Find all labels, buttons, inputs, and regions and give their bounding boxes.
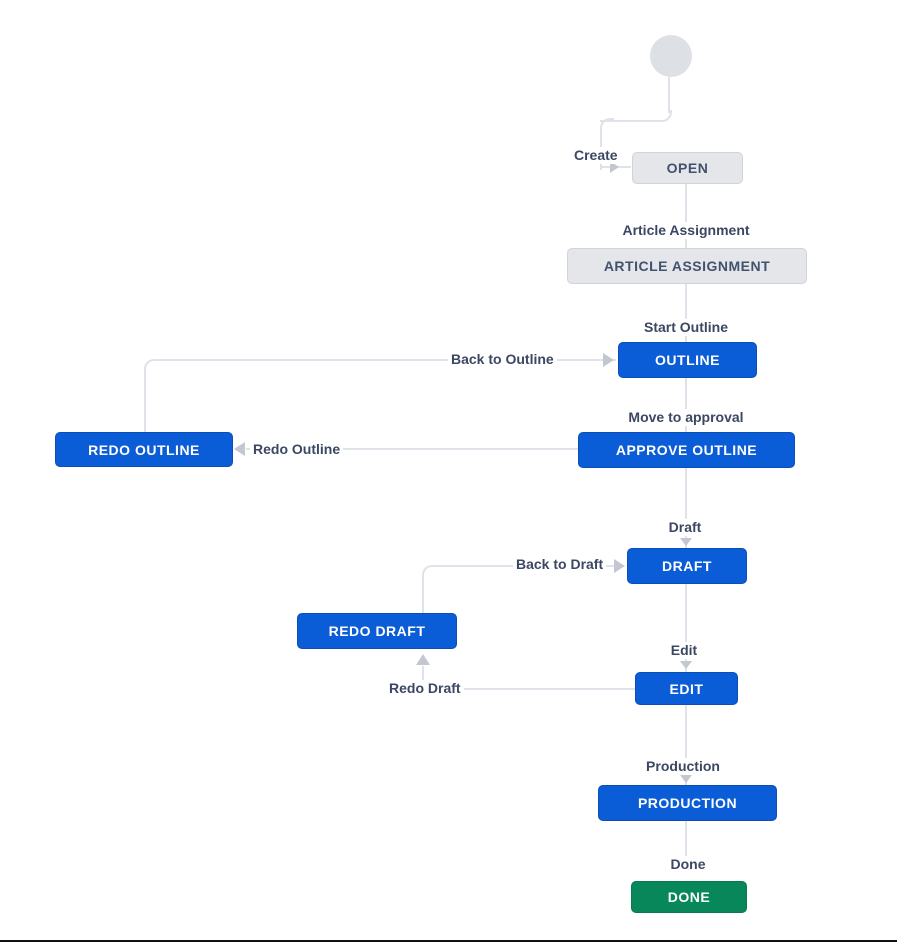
redo-outline-arrowhead-icon — [234, 442, 245, 456]
bottom-border-line — [0, 940, 897, 942]
connector-approve-to-draft — [685, 468, 687, 548]
transition-label-back-to-draft[interactable]: Back to Draft — [513, 556, 607, 574]
status-edit[interactable]: EDIT — [635, 672, 738, 705]
connector-redo-draft-v — [422, 666, 424, 690]
connector-outline-to-approve — [685, 378, 687, 432]
connector-back-to-draft-corner — [422, 565, 440, 615]
connector-open-to-assignment — [685, 184, 687, 248]
connector-assignment-to-outline — [685, 284, 687, 342]
status-article-assignment[interactable]: ARTICLE ASSIGNMENT — [567, 248, 807, 284]
status-redo-outline[interactable]: REDO OUTLINE — [55, 432, 233, 467]
start-node[interactable] — [650, 35, 692, 77]
transition-label-move-to-approval[interactable]: Move to approval — [625, 409, 747, 427]
status-production[interactable]: PRODUCTION — [598, 785, 777, 821]
transition-label-draft[interactable]: Draft — [665, 519, 705, 537]
connector-redo-draft-h — [424, 688, 635, 690]
edit-arrowhead-icon — [680, 661, 692, 669]
connector-create-corner-a — [600, 110, 672, 122]
connector-draft-to-edit — [685, 584, 687, 672]
status-outline[interactable]: OUTLINE — [618, 342, 757, 378]
connector-redo-outline-h — [246, 448, 578, 450]
transition-label-back-to-outline[interactable]: Back to Outline — [448, 351, 557, 369]
back-to-outline-arrowhead-icon — [603, 353, 614, 367]
transition-label-redo-draft[interactable]: Redo Draft — [386, 680, 464, 698]
transition-label-production[interactable]: Production — [643, 758, 723, 776]
transition-label-create[interactable]: Create — [571, 147, 621, 165]
status-approve-outline[interactable]: APPROVE OUTLINE — [578, 432, 795, 468]
transition-label-edit[interactable]: Edit — [667, 642, 701, 660]
status-redo-draft[interactable]: REDO DRAFT — [297, 613, 457, 649]
status-draft[interactable]: DRAFT — [627, 548, 747, 584]
connector-back-to-outline-h — [158, 359, 616, 361]
status-done[interactable]: DONE — [631, 881, 747, 913]
connector-create-v — [668, 77, 670, 113]
create-arrowhead-icon — [610, 161, 619, 173]
transition-label-article-assignment[interactable]: Article Assignment — [619, 222, 753, 240]
connector-back-to-outline-corner — [144, 359, 162, 434]
back-to-draft-arrowhead-icon — [614, 559, 625, 573]
transition-label-done[interactable]: Done — [667, 856, 709, 874]
transition-label-start-outline[interactable]: Start Outline — [640, 319, 732, 337]
redo-draft-arrowhead-icon — [416, 654, 430, 665]
transition-label-redo-outline[interactable]: Redo Outline — [250, 441, 344, 459]
production-arrowhead-icon — [680, 775, 692, 783]
connector-edit-to-production — [685, 705, 687, 785]
status-open[interactable]: OPEN — [632, 152, 743, 184]
draft-arrowhead-icon — [680, 538, 692, 546]
connector-production-to-done — [685, 821, 687, 856]
connector-create-corner-b — [600, 118, 614, 170]
